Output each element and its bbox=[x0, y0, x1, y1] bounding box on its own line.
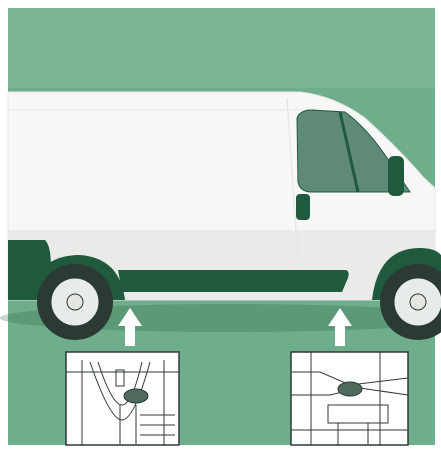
rear-wheel bbox=[37, 264, 113, 340]
door-handle bbox=[296, 194, 310, 220]
background-highlight bbox=[8, 8, 435, 88]
rear-hub bbox=[67, 294, 83, 310]
inset-frame bbox=[291, 352, 408, 445]
rear-detail-inset bbox=[291, 352, 408, 445]
jack-pad bbox=[338, 382, 362, 396]
side-trim-strip bbox=[118, 270, 349, 292]
inset-frame bbox=[66, 352, 179, 445]
side-mirror bbox=[388, 156, 404, 196]
front-hub bbox=[410, 294, 426, 310]
jack-pad bbox=[124, 389, 148, 403]
front-detail-inset bbox=[66, 352, 179, 445]
